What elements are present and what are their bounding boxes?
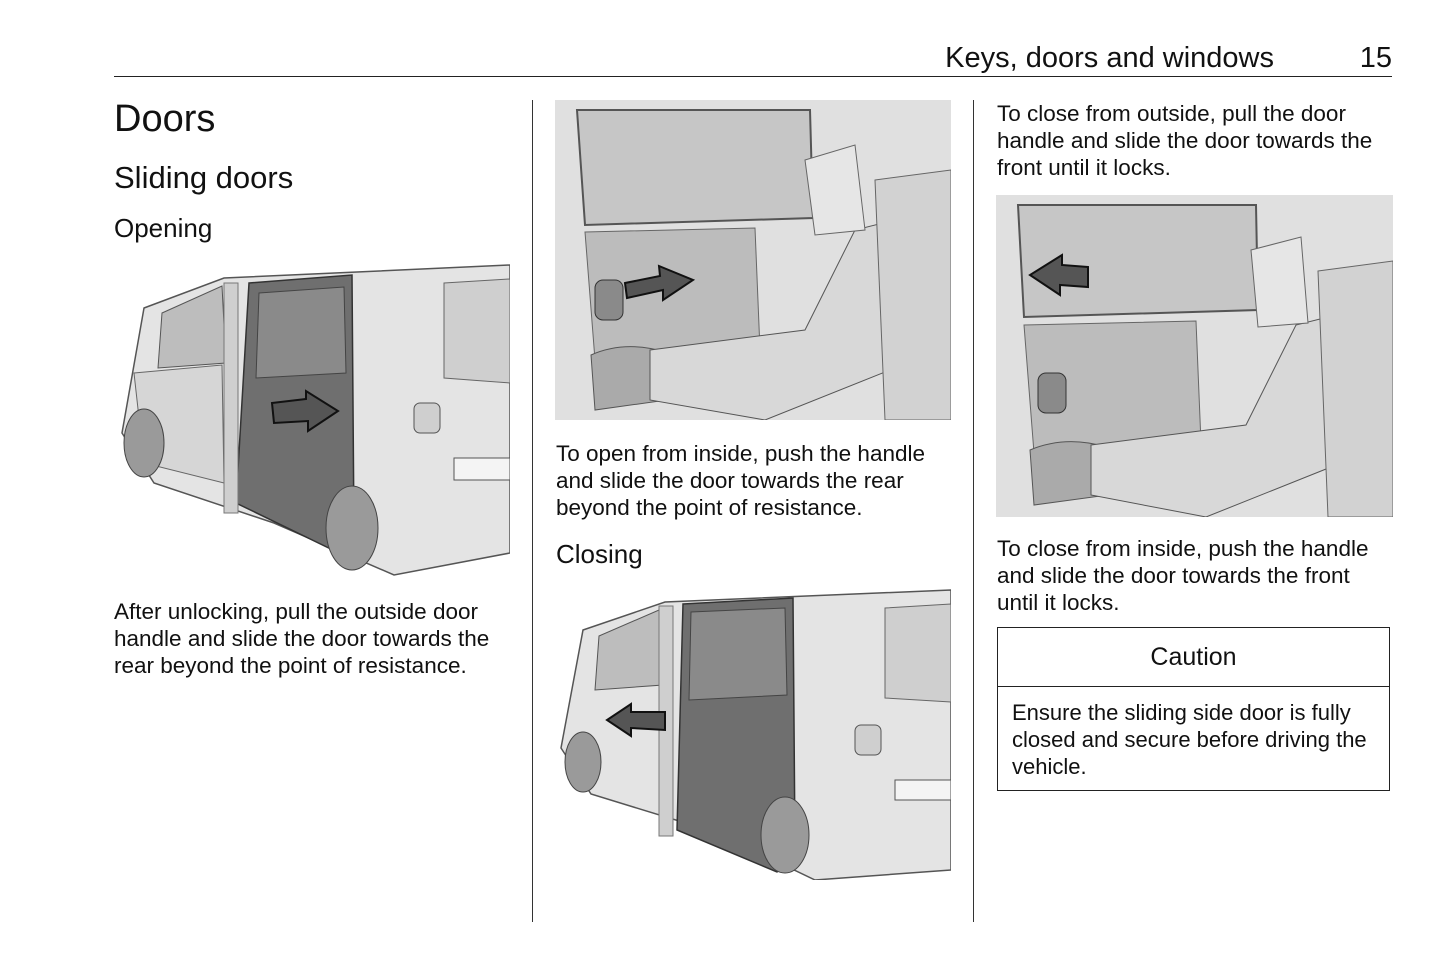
closing-heading: Closing xyxy=(556,539,643,569)
column-divider-2 xyxy=(973,100,974,922)
closing-inside-text: To close from inside, push the handle an… xyxy=(997,536,1369,615)
van-opening-illustration xyxy=(114,253,510,579)
section-heading: Sliding doors xyxy=(114,160,294,195)
closing-outside-text: To close from outside, pull the door han… xyxy=(997,101,1373,180)
opening-heading: Opening xyxy=(114,213,213,243)
section-title: Keys, doors and windows xyxy=(945,42,1274,74)
caution-box: Caution Ensure the sliding side door is … xyxy=(997,627,1390,791)
arrow-right-icon xyxy=(270,389,340,433)
caution-title: Caution xyxy=(998,628,1389,687)
page-header: Keys, doors and windows 15 xyxy=(114,38,1392,77)
page-number: 15 xyxy=(1359,42,1392,74)
arrow-left-icon xyxy=(1028,253,1089,297)
chapter-heading: Doors xyxy=(114,98,216,140)
interior-closing-illustration xyxy=(996,195,1393,517)
arrow-left-icon xyxy=(605,702,666,738)
opening-inside-text: To open from inside, push the handle and… xyxy=(556,441,925,520)
opening-outside-text: After unlocking, pull the outside door h… xyxy=(114,599,490,678)
caution-text: Ensure the sliding side door is fully cl… xyxy=(1012,700,1367,779)
van-closing-illustration xyxy=(555,580,951,880)
arrow-right-icon xyxy=(623,264,696,302)
column-divider-1 xyxy=(532,100,533,922)
interior-opening-illustration xyxy=(555,100,951,420)
